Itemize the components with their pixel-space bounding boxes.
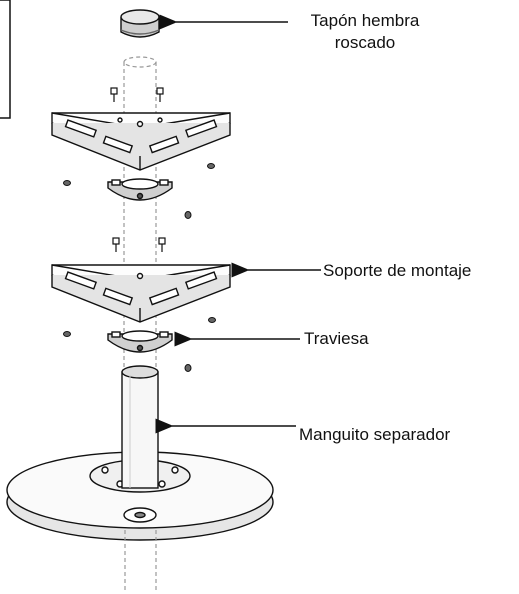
label-threaded-cap: Tapón hembra roscado xyxy=(290,10,440,54)
label-threaded-cap-line2: roscado xyxy=(334,33,396,52)
threaded-cap xyxy=(120,9,160,38)
frame-border xyxy=(0,0,11,119)
nuts-upper xyxy=(63,163,215,219)
callout-arrows xyxy=(155,14,321,434)
label-mounting-bracket: Soporte de montaje xyxy=(323,261,472,280)
label-spacer-sleeve: Manguito separador xyxy=(299,425,451,444)
mounting-bracket-upper xyxy=(51,112,231,171)
pipe-upper-phantom xyxy=(123,56,157,370)
screws-top xyxy=(110,87,164,102)
spacer-sleeve xyxy=(121,365,159,489)
crossbar-lower xyxy=(107,330,173,353)
mounting-bracket-lower xyxy=(51,264,231,323)
screws-middle xyxy=(112,237,166,252)
nuts-lower xyxy=(63,317,216,372)
label-crossbar: Traviesa xyxy=(304,329,369,348)
pipe-lower-phantom xyxy=(124,530,157,590)
base-plate xyxy=(6,451,274,541)
label-threaded-cap-line1: Tapón hembra xyxy=(310,11,420,30)
crossbar-upper xyxy=(107,178,173,201)
